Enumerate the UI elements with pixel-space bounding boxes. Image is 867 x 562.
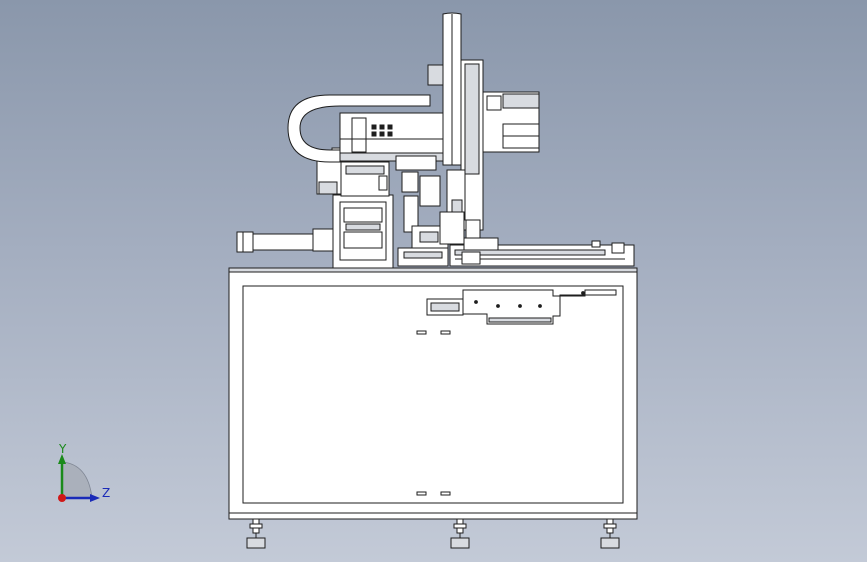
right-motor-block [482,91,540,153]
left-support-stand [332,194,394,269]
vertical-linear-module [446,59,484,231]
gantry-beam [339,112,444,162]
gripper-assembly [395,155,499,267]
leveling-foot-left [246,518,266,549]
mounting-bracket [426,289,617,325]
left-upper-block [316,147,390,197]
axis-label-z: Z [102,486,111,500]
left-cylinder [236,228,340,253]
vertical-column [427,12,462,166]
leveling-foot-center [450,518,470,549]
axis-label-y: Y [59,442,67,456]
coordinate-triad-icon [58,454,100,502]
leveling-foot-right [600,518,620,549]
